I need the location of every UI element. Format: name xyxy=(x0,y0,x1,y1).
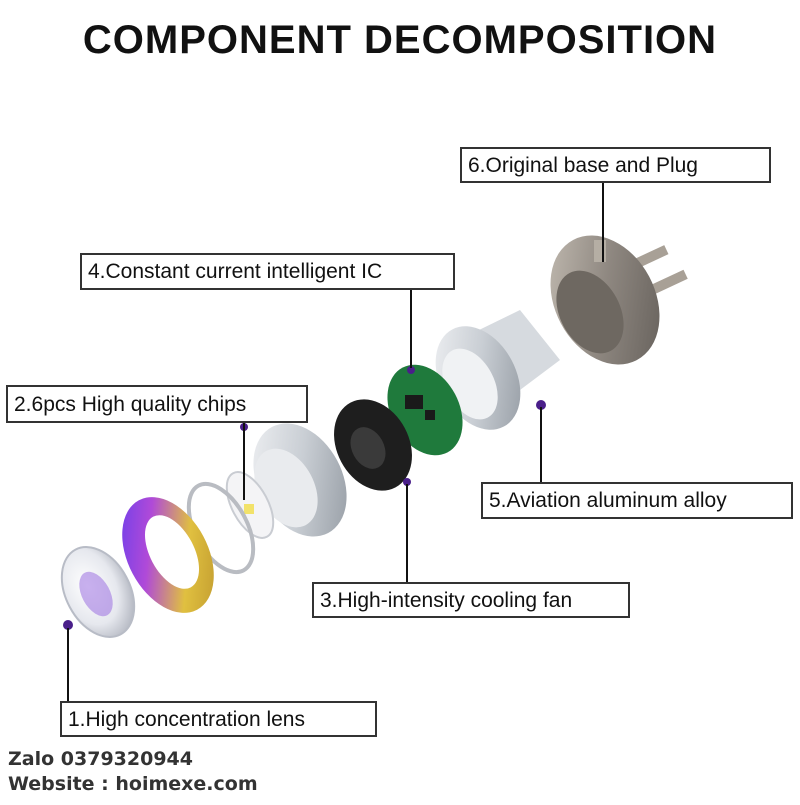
lens-part xyxy=(60,546,136,638)
pointer-dot-alloy xyxy=(536,400,546,410)
pointer-dot-ic xyxy=(407,366,415,374)
callout-base-and-plug: 6.Original base and Plug xyxy=(460,147,771,183)
callout-aluminum-alloy: 5.Aviation aluminum alloy xyxy=(481,482,793,519)
contact-website: Website : hoimexe.com xyxy=(8,773,258,795)
page-title: COMPONENT DECOMPOSITION xyxy=(82,18,718,62)
callout-chips: 2.6pcs High quality chips xyxy=(6,385,308,423)
pointer-dot-lens xyxy=(63,620,73,630)
callout-intelligent-ic: 4.Constant current intelligent IC xyxy=(80,253,455,290)
callout-cooling-fan: 3.High-intensity cooling fan xyxy=(312,582,630,618)
contact-zalo: Zalo 0379320944 xyxy=(8,748,193,770)
leader-lines xyxy=(67,183,604,701)
callout-lens: 1.High concentration lens xyxy=(60,701,377,737)
base-and-plug-part xyxy=(550,235,688,365)
colored-ring-part xyxy=(122,497,214,613)
chip-carrier-part xyxy=(225,423,275,539)
cooling-fan-part xyxy=(334,399,412,491)
pointer-dot-fan xyxy=(403,478,411,486)
